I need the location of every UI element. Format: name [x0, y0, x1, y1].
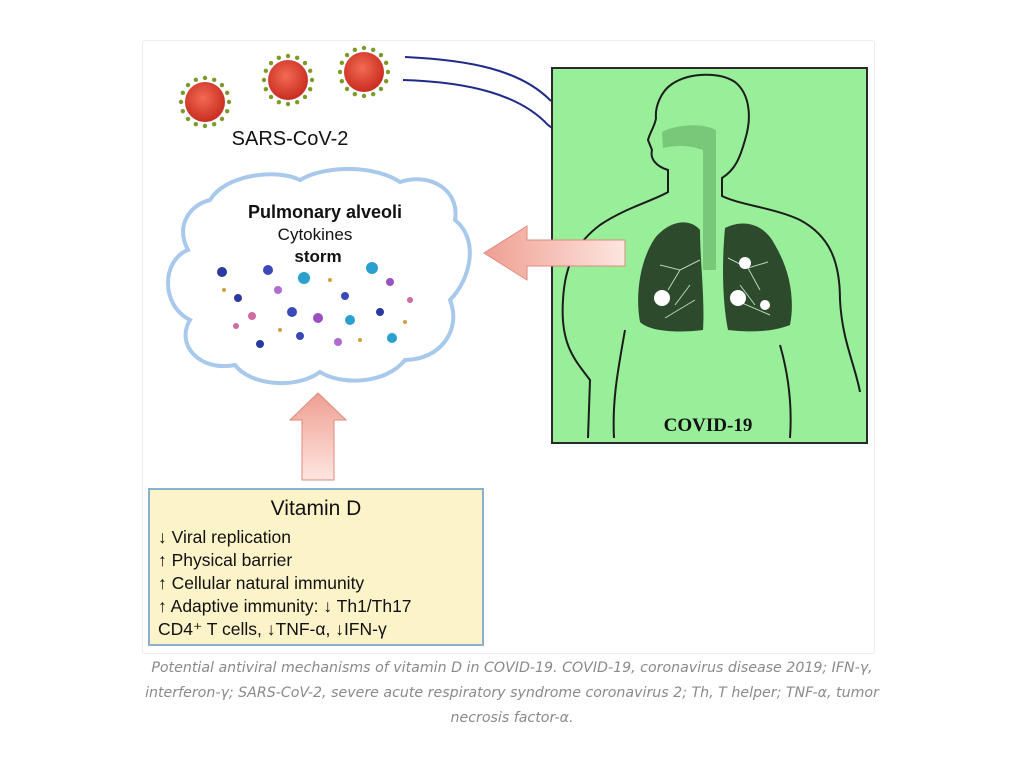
immune-cell — [358, 338, 362, 342]
immune-cell — [341, 292, 349, 300]
immune-cell — [278, 328, 282, 332]
virus-particle — [178, 75, 232, 129]
immune-cell — [296, 332, 304, 340]
immune-cell — [407, 297, 413, 303]
vitamin-arrow-up — [288, 392, 348, 481]
figure-caption: Potential antiviral mechanisms of vitami… — [145, 660, 879, 726]
arm-line — [612, 329, 626, 439]
immune-cell — [234, 294, 242, 302]
vitamin-d-effect: CD4⁺ T cells, ↓TNF-α, ↓IFN-γ — [158, 619, 387, 639]
immune-cell — [387, 333, 397, 343]
cytokine-arrow-left — [483, 225, 626, 281]
trachea — [662, 125, 716, 270]
human-silhouette — [561, 73, 861, 439]
virus-particles — [178, 45, 391, 129]
immune-cell — [287, 307, 297, 317]
arm-line — [779, 344, 792, 439]
immune-cell — [217, 267, 227, 277]
immune-cell — [248, 312, 256, 320]
covid-label: COVID-19 — [664, 415, 753, 436]
immune-cell — [222, 288, 226, 292]
immune-cell — [386, 278, 394, 286]
immune-cell — [274, 286, 282, 294]
virus-label: SARS-CoV-2 — [232, 128, 349, 150]
vitamin-d-effect: ↑ Physical barrier — [158, 550, 293, 570]
alveoli-title: Pulmonary alveoli — [248, 202, 402, 222]
immune-cell — [366, 262, 378, 274]
virus-particle — [337, 45, 391, 99]
immune-cell — [328, 278, 332, 282]
lung-infection-spots — [654, 257, 770, 310]
immune-cell — [233, 323, 239, 329]
immune-cell — [345, 315, 355, 325]
immune-cells — [217, 262, 413, 348]
diagram: SARS-CoV-2 Pulmonary alveoli Cytokines s… — [166, 45, 868, 481]
vitamin-d-effect: ↑ Cellular natural immunity — [158, 573, 365, 593]
immune-cell — [298, 272, 310, 284]
vitamin-d-title: Vitamin D — [270, 497, 362, 520]
immune-cell — [403, 320, 407, 324]
alveoli-cloud — [166, 167, 472, 386]
vitamin-d-effect: ↓ Viral replication — [158, 527, 291, 547]
immune-cell — [334, 338, 342, 346]
alveoli-storm: storm — [294, 247, 341, 266]
immune-cell — [313, 313, 323, 323]
immune-cell — [376, 308, 384, 316]
immune-cell — [256, 340, 264, 348]
alveoli-cytokines: Cytokines — [278, 225, 353, 244]
vitamin-d-box: Vitamin D ↓ Viral replication ↑ Physical… — [148, 488, 484, 646]
vitamin-d-effect: ↑ Adaptive immunity: ↓ Th1/Th17 — [158, 596, 412, 616]
virus-particle — [261, 53, 315, 107]
immune-cell — [263, 265, 273, 275]
